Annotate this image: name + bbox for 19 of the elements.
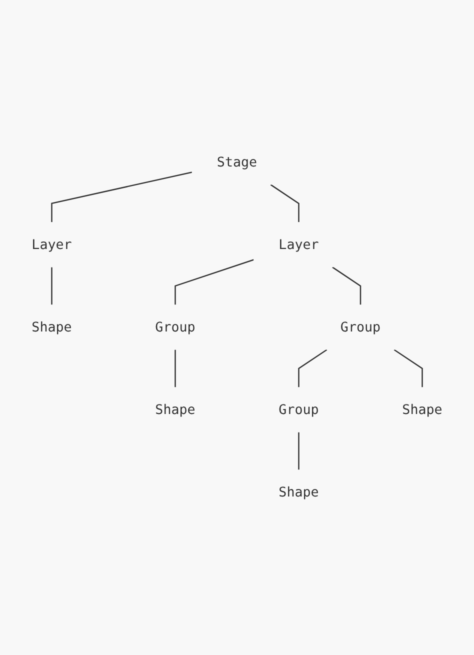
node-text: Shape: [402, 402, 442, 418]
node-text: Shape: [278, 484, 319, 500]
connector: [298, 349, 328, 388]
connector: [298, 432, 300, 470]
connector: [51, 172, 192, 222]
node-text: Group: [340, 319, 381, 335]
node-text: Shape: [32, 319, 72, 335]
node-text: Layer: [32, 236, 72, 252]
connector: [51, 268, 52, 305]
node-text: Group: [278, 402, 319, 418]
node-text: Shape: [155, 402, 196, 418]
node-text: Stage: [216, 154, 258, 170]
connector: [270, 184, 300, 222]
connector: [332, 266, 362, 305]
connector: [174, 350, 176, 388]
node-text: Group: [155, 319, 196, 335]
node-text: Layer: [278, 236, 319, 252]
connector: [394, 349, 423, 388]
connector: [174, 259, 254, 305]
